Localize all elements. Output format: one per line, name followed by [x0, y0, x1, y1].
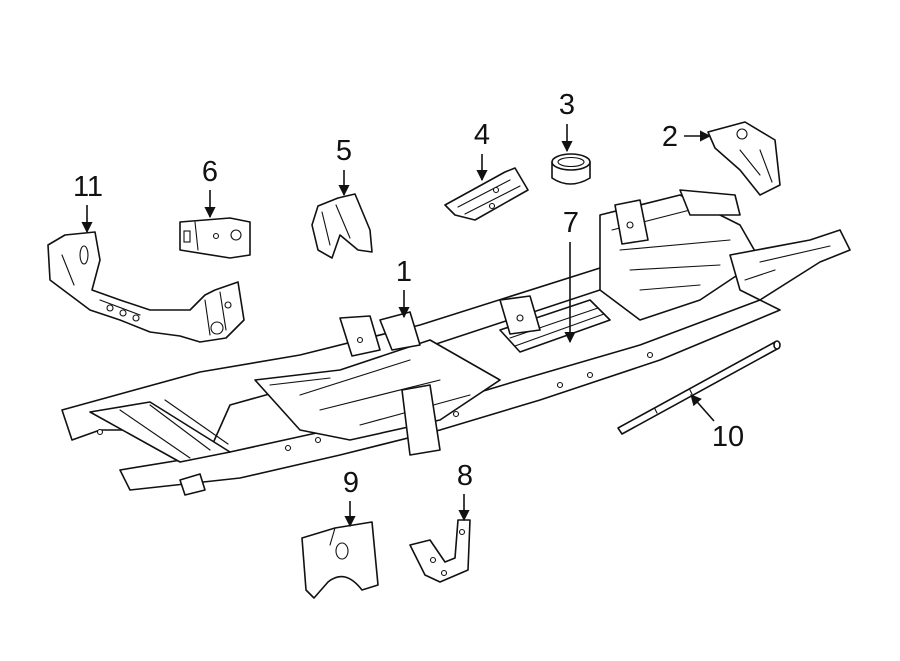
callout-10: 10: [690, 394, 744, 453]
callout-3: 3: [559, 89, 575, 153]
callout-8-label: 8: [457, 460, 473, 492]
part-8-bracket[interactable]: [409, 519, 471, 583]
part-3-bushing[interactable]: [551, 153, 591, 185]
callout-2: 2: [662, 121, 712, 153]
callout-10-label: 10: [712, 421, 744, 453]
callout-1-label: 1: [396, 256, 412, 288]
part-2-bracket[interactable]: [707, 121, 781, 196]
callout-3-label: 3: [559, 89, 575, 121]
part-6-plate[interactable]: [179, 217, 251, 259]
part-9-plate[interactable]: [301, 521, 379, 599]
callout-5: 5: [336, 135, 352, 197]
callout-11: 11: [73, 171, 103, 234]
callout-6: 6: [202, 156, 218, 219]
callout-8: 8: [457, 460, 473, 522]
callout-11-label: 11: [73, 171, 103, 203]
callout-4: 4: [474, 119, 490, 182]
callout-4-label: 4: [474, 119, 490, 151]
part-11-crossmember[interactable]: [47, 231, 245, 343]
callout-2-label: 2: [662, 121, 678, 153]
callout-9-label: 9: [343, 467, 359, 499]
callout-1: 1: [396, 256, 412, 319]
part-10-rod[interactable]: [617, 340, 781, 435]
callout-7-label: 7: [563, 207, 579, 239]
callout-9: 9: [343, 467, 359, 528]
callout-5-label: 5: [336, 135, 352, 167]
part-4-plate[interactable]: [444, 167, 529, 221]
frame-assembly[interactable]: [61, 189, 851, 496]
part-5-bracket[interactable]: [311, 193, 373, 259]
callout-7: 7: [563, 207, 579, 344]
callout-6-label: 6: [202, 156, 218, 188]
